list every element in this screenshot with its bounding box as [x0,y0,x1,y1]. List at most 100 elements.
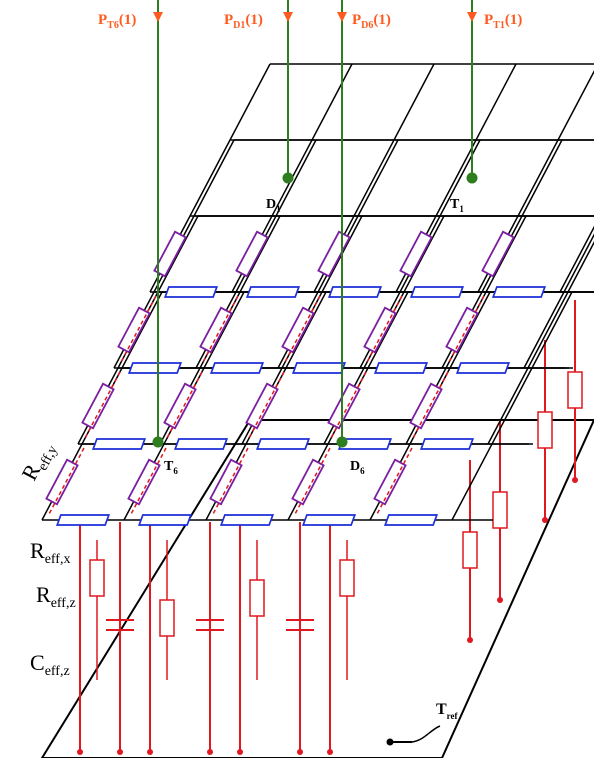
heat-source-node [282,172,294,184]
power-arrowhead [153,12,163,22]
node-label: D1 [266,197,281,214]
r-eff-y-resistor [153,230,187,278]
power-input-label: PD6(1) [352,12,391,31]
r-eff-z-link [329,371,367,441]
r-eff-z-link [365,295,403,365]
heat-source-nodes [152,172,478,448]
ground-contact-dot [77,749,83,755]
r-eff-y-resistor [117,306,151,354]
grid-column-line [559,225,594,293]
r-eff-y-resistor [327,382,361,430]
r-eff-z-link [411,371,449,441]
r-eff-z-resistor [159,599,175,637]
r-eff-x-resistor [327,286,383,298]
r-eff-z-link [283,295,321,365]
ground-branches [77,300,583,755]
ground-contact-dot [467,637,473,643]
r-eff-y-label: Reff,y [16,437,61,486]
r-eff-z-resistor [567,371,583,409]
r-eff-z-resistor [339,559,355,597]
r-eff-x-resistor [245,286,301,298]
heat-source-node [466,172,478,184]
r-eff-x-resistor [219,514,275,526]
r-eff-x-resistor [301,514,357,526]
r-eff-y-resistor [245,382,279,430]
ground-contact-dot [572,477,578,483]
r-eff-z-link [247,371,285,441]
r-eff-z-resistor [462,531,478,569]
r-eff-y-resistor [373,458,407,506]
r-eff-y-resistor [127,458,161,506]
r-eff-x-resistor [373,362,429,374]
node-label: T1 [450,197,464,214]
grid-column-line [451,291,573,521]
r-eff-x-resistor [491,286,547,298]
r-eff-y-resistor [481,230,515,278]
ground-contact-dot [297,749,303,755]
r-eff-x-resistor [55,514,111,526]
r-eff-z-link [129,447,167,517]
r-eff-z-resistor [89,559,105,597]
r-eff-z-link [165,371,203,441]
power-input-label: PT1(1) [484,12,522,31]
r-eff-x-resistor [173,438,229,450]
r-eff-y-resistor [235,230,269,278]
ground-contact-dot [237,749,243,755]
r-eff-y-resistor [281,306,315,354]
r-eff-z-resistor [537,411,553,449]
r-eff-y-resistor [81,382,115,430]
ground-contact-dot [117,749,123,755]
r-eff-z-link [47,447,85,517]
r-eff-z-link [201,295,239,365]
node-label: T6 [164,459,178,476]
r-eff-z-resistor [249,579,265,617]
r-eff-y-resistor [209,458,243,506]
r-eff-y-resistor [363,306,397,354]
r-eff-x-resistor [255,438,311,450]
ground-contact-dot [542,517,548,523]
r-eff-x-resistor [163,286,219,298]
node-label: D6 [350,459,365,476]
node-labels: D1 T1 T6 D6 [164,197,464,476]
r-eff-z-label: Reff,z [36,582,76,611]
c-eff-z-label: Ceff,z [30,650,70,679]
reference-lead-curve [411,725,441,743]
r-eff-y-resistor [445,306,479,354]
r-eff-x-resistor [291,362,347,374]
r-eff-z-resistor [492,491,508,529]
power-input-labels: PT6(1) PD1(1) PD6(1) PT1(1) [98,12,522,31]
r-eff-x-resistor [209,362,265,374]
grid-column-line [487,240,594,445]
power-arrowhead [467,12,477,22]
grid-column-line [523,233,594,369]
power-arrowhead [283,12,293,22]
r-eff-x-resistor [383,514,439,526]
r-eff-x-label: Reff,x [30,538,70,567]
r-eff-x-resistor [409,286,465,298]
heat-source-node [152,436,164,448]
r-eff-z-link [211,447,249,517]
r-eff-x-resistor [91,438,147,450]
ground-contact-dot [147,749,153,755]
t-ref-label: Tref [436,701,458,721]
r-eff-z-link [447,295,485,365]
reference-plate-outline [40,419,594,758]
heat-source-node [336,436,348,448]
ground-contact-dot [497,597,503,603]
r-eff-y-resistor [409,382,443,430]
r-eff-x-resistor [137,514,193,526]
reference-plate [40,419,594,758]
power-arrowhead [337,12,347,22]
ground-contact-dot [327,749,333,755]
r-eff-z-link [375,447,413,517]
r-eff-z-link [119,295,157,365]
reference-node [386,738,394,746]
r-eff-y-resistor [199,306,233,354]
r-eff-y-resistor [163,382,197,430]
r-eff-y-resistor [45,458,79,506]
power-input-label: PT6(1) [98,12,136,31]
r-eff-z-link [293,447,331,517]
r-eff-y-resistor [399,230,433,278]
ground-contact-dot [207,749,213,755]
